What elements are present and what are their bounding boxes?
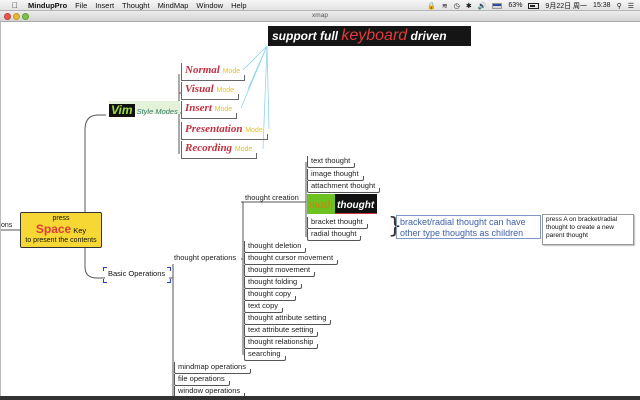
creation-item[interactable]: attachment thought xyxy=(307,181,381,193)
ops-item[interactable]: thought folding xyxy=(244,277,303,289)
thought-creation-node[interactable]: thought creation xyxy=(245,193,299,202)
callout-line xyxy=(240,45,268,109)
creation-item[interactable]: image thought xyxy=(307,169,364,181)
vim-badge: Vim xyxy=(109,103,135,117)
ops-item[interactable]: thought attribute setting xyxy=(244,313,332,325)
menu-insert[interactable]: Insert xyxy=(95,0,115,10)
mode-suffix: Mode xyxy=(214,106,233,113)
branch-basic-children xyxy=(169,264,174,396)
mode-name: Visual xyxy=(185,83,214,95)
ops-item[interactable]: thought cursor movement xyxy=(244,253,339,265)
mode-suffix: Mode xyxy=(222,68,241,75)
mode-name: Recording xyxy=(185,142,233,154)
central-space-word: Space xyxy=(35,222,72,236)
math-thought-label: math xyxy=(307,194,335,214)
mode-normal[interactable]: Normal Mode xyxy=(181,63,246,81)
banner-callout-lines xyxy=(240,45,270,150)
central-key-word: Key xyxy=(73,226,87,235)
volume-icon[interactable]: 🔊 xyxy=(477,2,487,10)
ops-item[interactable]: thought movement xyxy=(244,265,316,277)
window-title: xmap xyxy=(312,12,328,19)
menu-bar:  MindupPro File Insert Thought MindMap … xyxy=(0,0,640,11)
mode-suffix: Mode xyxy=(216,87,235,94)
bluetooth-icon[interactable]: ✱ xyxy=(465,2,472,10)
ops-item[interactable]: text copy xyxy=(244,301,284,313)
basic-operations-node[interactable]: Basic Operations xyxy=(108,269,166,278)
mode-visual[interactable]: Visual Mode xyxy=(181,82,240,100)
wifi-icon[interactable]: ≋ xyxy=(441,2,448,10)
menu-file[interactable]: File xyxy=(75,0,88,10)
bracket-note[interactable]: bracket/radial thought can have other ty… xyxy=(396,215,541,239)
math-thought-suffix: thought xyxy=(337,200,375,211)
banner-keyword: keyboard xyxy=(341,27,408,44)
keyboard-banner[interactable]: support full keyboard driven xyxy=(268,26,471,46)
callout-line xyxy=(242,45,268,71)
ops-item[interactable]: thought deletion xyxy=(244,241,307,253)
callout-line xyxy=(262,45,268,150)
mode-suffix: Mode xyxy=(234,146,253,153)
ops-item[interactable]: thought copy xyxy=(244,289,296,301)
selection-handle-icon[interactable] xyxy=(167,267,171,271)
selection-handle-icon[interactable] xyxy=(167,279,171,283)
banner-post: driven xyxy=(410,29,447,43)
central-line3: to present the contents xyxy=(25,237,97,244)
branch-creation-children xyxy=(241,162,307,259)
mode-name: Normal xyxy=(185,64,220,76)
ops-item[interactable]: text attribute setting xyxy=(244,325,319,337)
apple-icon[interactable]:  xyxy=(8,1,22,10)
vim-label: Style Modes xyxy=(136,107,178,116)
mode-name: Presentation xyxy=(185,123,243,135)
branch-ops-children xyxy=(241,258,244,355)
dock-strip xyxy=(0,396,640,400)
menu-app-name[interactable]: MindupPro xyxy=(28,0,68,10)
menu-thought[interactable]: Thought xyxy=(122,0,150,10)
other-ops-item[interactable]: file operations xyxy=(174,374,230,386)
battery-percent[interactable]: 63% xyxy=(508,2,523,9)
notification-list-icon[interactable]: ☰ xyxy=(627,2,634,10)
selection-handle-icon[interactable] xyxy=(103,279,107,283)
callout-line xyxy=(266,45,270,130)
branch-vim-central xyxy=(84,114,106,212)
branch-central-basic xyxy=(84,248,105,279)
mode-recording[interactable]: Recording Mode xyxy=(181,141,258,159)
mode-name: Insert xyxy=(185,102,212,114)
menu-help[interactable]: Help xyxy=(231,0,247,10)
other-ops-item[interactable]: mindmap operations xyxy=(174,362,251,374)
clock-text[interactable]: 15:38 xyxy=(593,2,611,9)
mode-insert[interactable]: Insert Mode xyxy=(181,101,238,119)
lock-icon[interactable]: 🔒 xyxy=(427,2,436,10)
ops-item[interactable]: searching xyxy=(244,349,286,361)
ops-item[interactable]: thought relationship xyxy=(244,337,319,349)
branch-modes xyxy=(178,74,181,154)
close-window-button[interactable] xyxy=(4,13,11,20)
central-topic-node[interactable]: press Space Key to present the contents xyxy=(20,212,102,248)
menu-mindmap[interactable]: MindMap xyxy=(157,0,189,10)
offscreen-node-fragment[interactable]: ons xyxy=(1,222,13,229)
spotlight-search-icon[interactable]: ⚲ xyxy=(616,2,622,10)
time-machine-icon[interactable]: ◷ xyxy=(453,2,460,10)
date-text[interactable]: 9月22日 周一 xyxy=(545,2,588,10)
minimize-window-button[interactable] xyxy=(13,13,20,20)
mode-suffix: Mode xyxy=(245,127,263,134)
selection-handle-icon[interactable] xyxy=(103,267,107,271)
menu-window[interactable]: Window xyxy=(196,0,224,10)
battery-icon[interactable] xyxy=(528,2,540,9)
input-source-flag-icon[interactable] xyxy=(492,2,503,9)
creation-item[interactable]: radial thought xyxy=(307,229,362,241)
banner-pre: support full xyxy=(272,29,338,43)
tip-note[interactable]: press A on bracket/radial thought to cre… xyxy=(542,214,634,245)
mode-presentation[interactable]: Presentation Mode xyxy=(181,122,268,140)
window-title-bar: xmap xyxy=(0,11,640,22)
creation-item[interactable]: bracket thought xyxy=(307,217,368,229)
bracket-icon: } xyxy=(388,214,402,239)
creation-item[interactable]: text thought xyxy=(307,156,356,168)
central-line1: press xyxy=(52,215,70,222)
thought-operations-node[interactable]: thought operations xyxy=(174,253,237,262)
connector-lines xyxy=(1,45,307,396)
zoom-window-button[interactable] xyxy=(22,13,29,20)
other-ops-item[interactable]: window operations xyxy=(174,386,246,396)
